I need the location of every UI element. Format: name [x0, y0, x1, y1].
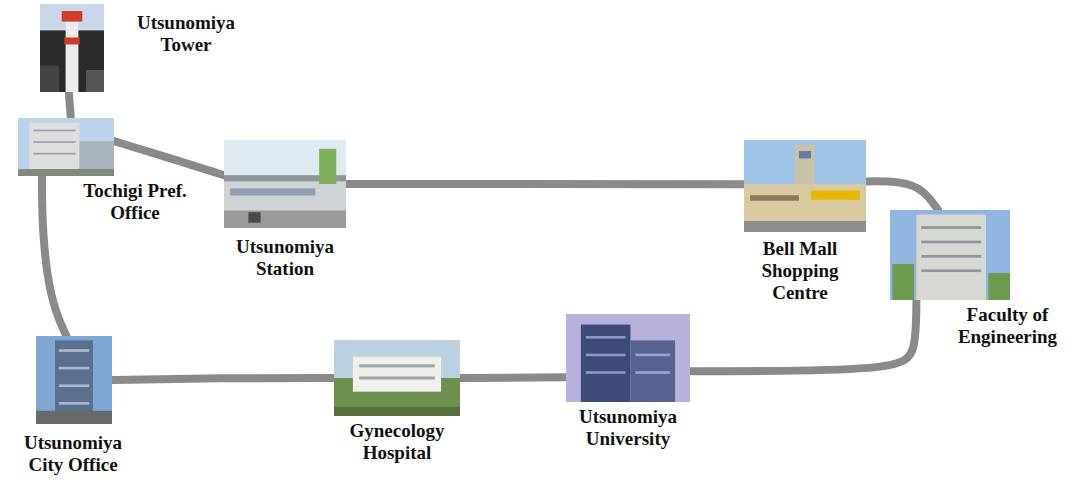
place-name: Tochigi Pref. Office — [60, 180, 210, 224]
building-part — [319, 149, 336, 184]
route-line — [112, 378, 334, 380]
building-part — [921, 241, 981, 244]
building-part — [230, 188, 315, 195]
building-part — [921, 226, 981, 229]
building-part — [59, 367, 89, 370]
photo-node: Faculty of Engineering — [890, 210, 1010, 300]
photo-ground — [36, 336, 112, 424]
building-part — [635, 371, 670, 374]
building-photo — [334, 340, 460, 416]
building-part — [59, 349, 89, 352]
building-part — [353, 357, 441, 392]
building-part — [988, 273, 1010, 300]
place-name: Utsunomiya Station — [220, 236, 350, 280]
photo-node: Utsunomiya City Office — [36, 336, 112, 424]
building-part — [18, 169, 114, 176]
photo-ground — [18, 118, 114, 176]
building-part — [921, 255, 981, 258]
building-part — [892, 264, 914, 300]
building-photo — [36, 336, 112, 424]
building-photo — [566, 314, 690, 402]
route-line — [866, 181, 938, 210]
route-line — [42, 176, 66, 336]
building-part — [334, 407, 460, 416]
photo-node: Utsunomiya Station — [224, 140, 346, 228]
photo-node: Bell Mall Shopping Centre — [744, 140, 866, 232]
photo-node: Tochigi Pref. Office — [18, 118, 114, 176]
building-part — [581, 325, 631, 402]
building-part — [33, 141, 75, 143]
building-photo — [744, 140, 866, 232]
photo-node: Utsunomiya Tower — [40, 4, 104, 92]
building-part — [64, 37, 79, 44]
building-part — [586, 354, 626, 357]
photo-ground — [40, 4, 104, 92]
place-name: Gynecology Hospital — [332, 420, 462, 464]
building-part — [586, 336, 626, 339]
building-part — [224, 181, 346, 210]
route-line — [460, 373, 566, 382]
photo-ground — [566, 314, 690, 402]
photo-node: Utsunomiya University — [566, 314, 690, 402]
photo-node: Gynecology Hospital — [334, 340, 460, 416]
building-part — [33, 153, 75, 155]
building-part — [744, 184, 866, 221]
building-part — [811, 191, 860, 200]
building-part — [86, 70, 104, 92]
building-photo — [18, 118, 114, 176]
building-part — [916, 215, 986, 301]
building-part — [586, 371, 626, 374]
building-part — [59, 384, 89, 387]
place-name: Utsunomiya Tower — [124, 12, 248, 56]
building-part — [799, 151, 811, 158]
place-name: Utsunomiya City Office — [8, 432, 138, 476]
building-part — [62, 11, 82, 22]
building-part — [33, 130, 75, 132]
place-name: Faculty of Engineering — [940, 304, 1075, 348]
building-part — [630, 340, 675, 402]
building-part — [744, 221, 866, 232]
place-name: Bell Mall Shopping Centre — [745, 238, 855, 304]
building-part — [40, 66, 59, 92]
building-photo — [890, 210, 1010, 300]
building-photo — [224, 140, 346, 228]
photo-ground — [224, 140, 346, 228]
route-line — [114, 141, 224, 175]
route-line — [690, 300, 916, 371]
building-part — [359, 364, 435, 367]
building-part — [248, 212, 260, 223]
place-name: Utsunomiya University — [558, 406, 698, 450]
building-part — [66, 15, 79, 92]
building-part — [36, 411, 112, 424]
building-part — [359, 376, 435, 379]
photo-ground — [334, 340, 460, 416]
building-part — [750, 195, 799, 201]
photo-ground — [890, 210, 1010, 300]
building-part — [921, 269, 981, 272]
building-photo — [40, 4, 104, 92]
route-line — [346, 180, 744, 188]
building-part — [224, 210, 346, 228]
building-part — [30, 123, 80, 176]
photo-ground — [744, 140, 866, 232]
building-part — [635, 354, 670, 357]
route-line — [69, 92, 71, 118]
building-part — [59, 402, 89, 405]
